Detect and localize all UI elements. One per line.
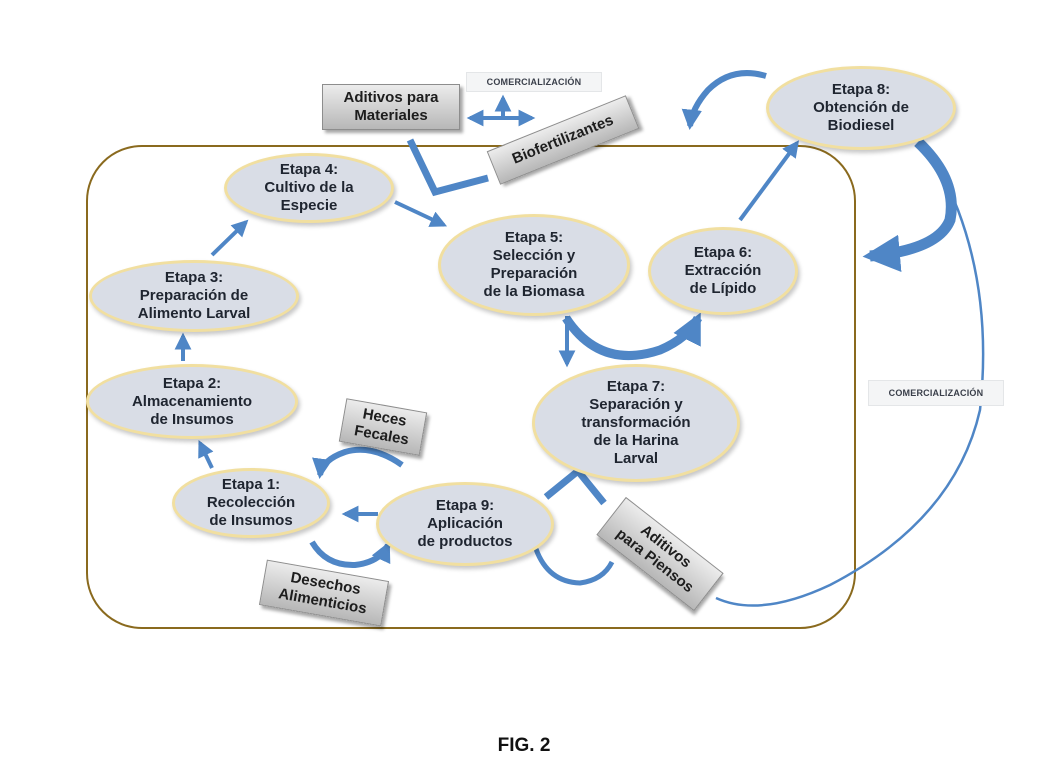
stage-etapa1-line2: Recolección <box>207 494 295 512</box>
stage-etapa7-line5: Larval <box>614 450 658 468</box>
stage-etapa3-line3: Alimento Larval <box>138 305 251 323</box>
stage-etapa3: Etapa 3: Preparación de Alimento Larval <box>89 260 299 332</box>
stage-etapa5: Etapa 5: Selección y Preparación de la B… <box>438 214 630 316</box>
stage-etapa9-line1: Etapa 9: <box>436 497 494 515</box>
stage-etapa9: Etapa 9: Aplicación de productos <box>376 482 554 566</box>
cycle-desechos-alimenticios <box>312 542 388 565</box>
arrow-etapa1-to-etapa2 <box>200 443 212 468</box>
arrow-piensos-to-etapa8 <box>716 138 983 606</box>
stage-etapa7-line2: Separación y <box>589 396 682 414</box>
stage-etapa4-line1: Etapa 4: <box>280 161 338 179</box>
stage-etapa1-line3: de Insumos <box>209 512 292 530</box>
stage-etapa4-line2: Cultivo de la <box>264 179 353 197</box>
cycle-aplicacion-productos <box>536 549 612 583</box>
tag-comercializacion-right: COMERCIALIZACIÓN <box>868 380 1004 406</box>
label-aditivos-materiales: Aditivos para Materiales <box>322 84 460 130</box>
arrow-etapa6-to-etapa8 <box>740 143 797 220</box>
arrow-etapa8-return <box>870 142 951 256</box>
arrow-etapa5-to-etapa6 <box>566 318 698 356</box>
stage-etapa7-line1: Etapa 7: <box>607 378 665 396</box>
stage-etapa6-line1: Etapa 6: <box>694 244 752 262</box>
stage-etapa5-line3: Preparación <box>491 265 578 283</box>
stage-etapa7: Etapa 7: Separación y transformación de … <box>532 364 740 482</box>
label-aditivos-materiales-line2: Materiales <box>354 107 427 125</box>
stage-etapa8-line2: Obtención de <box>813 99 909 117</box>
stage-etapa2-line2: Almacenamiento <box>132 393 252 411</box>
arrow-etapa5-to-byproducts <box>410 140 488 192</box>
stage-etapa6-line3: de Lípido <box>690 280 757 298</box>
arrow-etapa3-to-etapa4 <box>212 222 246 255</box>
stage-etapa8: Etapa 8: Obtención de Biodiesel <box>766 66 956 150</box>
stage-etapa4-line3: Especie <box>281 197 338 215</box>
stage-etapa5-line2: Selección y <box>493 247 576 265</box>
stage-etapa2-line1: Etapa 2: <box>163 375 221 393</box>
stage-etapa5-line4: de la Biomasa <box>484 283 585 301</box>
stage-etapa9-line2: Aplicación <box>427 515 503 533</box>
stage-etapa9-line3: de productos <box>417 533 512 551</box>
cycle-heces-fecales <box>320 450 402 475</box>
tag-comercializacion-top: COMERCIALIZACIÓN <box>466 72 602 92</box>
stage-etapa5-line1: Etapa 5: <box>505 229 563 247</box>
stage-etapa7-line3: transformación <box>581 414 690 432</box>
label-aditivos-materiales-line1: Aditivos para <box>343 89 438 107</box>
stage-etapa8-line1: Etapa 8: <box>832 81 890 99</box>
stage-etapa3-line1: Etapa 3: <box>165 269 223 287</box>
stage-etapa1: Etapa 1: Recolección de Insumos <box>172 468 330 538</box>
arrow-etapa4-to-etapa5 <box>395 202 444 225</box>
figure-caption: FIG. 2 <box>474 735 574 757</box>
stage-etapa1-line1: Etapa 1: <box>222 476 280 494</box>
stage-etapa4: Etapa 4: Cultivo de la Especie <box>224 153 394 223</box>
stage-etapa7-line4: de la Harina <box>593 432 678 450</box>
arrow-etapa8-loop <box>690 73 766 126</box>
stage-etapa6-line2: Extracción <box>685 262 762 280</box>
stage-etapa3-line2: Preparación de <box>140 287 248 305</box>
stage-etapa2-line3: de Insumos <box>150 411 233 429</box>
stage-etapa2: Etapa 2: Almacenamiento de Insumos <box>86 364 298 439</box>
stage-etapa6: Etapa 6: Extracción de Lípido <box>648 227 798 315</box>
stage-etapa8-line3: Biodiesel <box>828 117 895 135</box>
